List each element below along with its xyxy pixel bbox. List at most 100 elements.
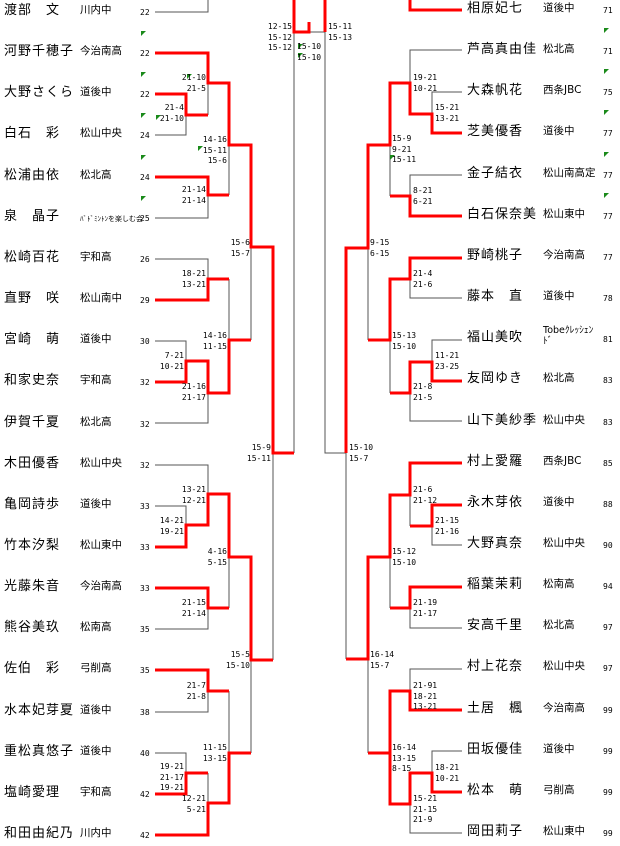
player-name: 塩崎愛理	[4, 784, 61, 800]
player-rank: 77	[603, 252, 613, 262]
player-school: 今治南高	[543, 701, 585, 714]
player-school: 川内中	[80, 4, 112, 16]
player-rank: 97	[603, 664, 613, 674]
player-rank: 22	[140, 49, 150, 59]
player-school: 宇和高	[80, 250, 112, 263]
match-score: 19-21 21-17 19-21	[159, 762, 184, 792]
player-rank: 99	[603, 746, 613, 756]
player-name: 松浦由依	[4, 167, 61, 183]
player-rank: 22	[140, 90, 150, 100]
player-school: 宇和高	[80, 785, 112, 798]
player-school: 道後中	[543, 495, 575, 508]
player-rank: 29	[140, 296, 150, 306]
match-score: 21-4 21-6	[413, 269, 433, 289]
player-name: 芝美優香	[467, 124, 524, 140]
player-name: 佐伯 彩	[4, 661, 61, 677]
green-flag-icon	[604, 28, 609, 33]
green-flag-icon	[298, 53, 303, 58]
match-score: 21-19 21-17	[413, 598, 438, 618]
player-school: 道後中	[80, 333, 112, 346]
player-school: 松山中央	[543, 536, 585, 549]
match-score: 12-15 15-12 15-12	[267, 22, 292, 52]
player-school: 松北高	[543, 372, 575, 385]
player-name: 白石保奈美	[467, 206, 538, 222]
player-name: 大森帆花	[467, 83, 524, 99]
green-flag-icon	[187, 74, 192, 79]
match-score: 15-21 21-15 21-9	[413, 794, 438, 824]
player-name: 河野千穂子	[4, 44, 75, 60]
match-score: 11-21 23-25	[435, 351, 460, 371]
green-flag-icon	[141, 72, 146, 77]
player-school: 道後中	[543, 2, 575, 14]
player-school: 松山東中	[543, 825, 585, 837]
player-rank: 75	[603, 88, 613, 98]
player-rank: 85	[603, 458, 613, 468]
player-name: 和家史奈	[4, 373, 61, 389]
match-score: 21-14 21-14	[181, 185, 206, 205]
player-name: 直野 咲	[4, 291, 61, 307]
player-school: 道後中	[80, 703, 112, 716]
player-name: 岡田莉子	[467, 824, 524, 839]
match-score: 15-13 15-10	[392, 331, 417, 351]
player-school: 松山東中	[80, 538, 122, 551]
player-rank: 99	[603, 829, 613, 838]
player-school: ﾊﾞﾄﾞﾐﾝﾄﾝを楽しむ会	[80, 214, 143, 223]
player-rank: 38	[140, 707, 150, 717]
player-school: 松山中央	[543, 660, 585, 673]
player-rank: 32	[140, 460, 150, 470]
player-school: 弓削高	[543, 783, 575, 796]
match-score: 16-14 15-7	[370, 650, 395, 670]
player-rank: 30	[140, 337, 150, 347]
player-rank: 33	[140, 542, 150, 552]
match-score: 15-6 15-7	[230, 238, 250, 258]
green-flag-icon	[141, 155, 146, 160]
player-rank: 71	[603, 47, 613, 57]
player-school: 松山南高定	[543, 166, 596, 179]
player-rank: 40	[140, 748, 150, 758]
player-school: 道後中	[543, 290, 575, 303]
green-flag-icon	[141, 196, 146, 201]
match-score: 21-7 21-8	[186, 681, 206, 701]
match-score: 7-21 10-21	[159, 351, 184, 371]
player-name: 大野真奈	[467, 535, 524, 551]
player-rank: 22	[140, 8, 150, 17]
player-school: 弓削高	[80, 662, 112, 675]
match-score: 15-11 15-13	[328, 22, 353, 42]
player-rank: 32	[140, 378, 150, 388]
match-score: 14-16 15-11 15-6	[202, 135, 227, 165]
player-name: 山下美紗季	[467, 412, 538, 428]
player-rank: 99	[603, 787, 613, 797]
player-rank: 71	[603, 6, 613, 15]
player-name: 渡部 文	[4, 3, 61, 18]
player-school: 今治南高	[80, 45, 122, 58]
player-name: 白石 彩	[4, 126, 61, 142]
player-name: 野崎桃子	[467, 247, 524, 263]
player-school: 松山南中	[80, 292, 122, 305]
player-rank: 42	[140, 831, 150, 840]
player-name: 宮崎 萌	[4, 332, 61, 348]
match-score: 21-10 21-5	[181, 73, 206, 93]
player-name: 亀岡詩歩	[4, 496, 61, 512]
player-rank: 24	[140, 172, 150, 182]
player-name: 水本妃芽夏	[4, 702, 75, 718]
winner-lines	[155, 0, 462, 837]
player-name: 永木芽依	[467, 494, 524, 510]
player-name: 松崎百花	[4, 249, 61, 265]
player-school: 松南高	[80, 621, 112, 634]
match-score: 15-12 15-10	[392, 547, 417, 567]
player-school: 松南高	[543, 578, 575, 591]
player-rank: 83	[603, 417, 613, 427]
match-score: 16-14 13-15 8-15	[392, 743, 417, 773]
player-name: 伊賀千夏	[4, 414, 61, 430]
player-name: 稲葉茉莉	[467, 577, 524, 593]
player-rank: 32	[140, 419, 150, 429]
loser-lines	[155, 0, 462, 834]
player-rank: 88	[603, 499, 613, 509]
match-score: 18-21 10-21	[435, 763, 460, 783]
match-score: 15-10 15-10	[297, 42, 322, 62]
player-school: 道後中	[80, 86, 112, 99]
player-school: 松北高	[543, 43, 575, 56]
match-score: 21-6 21-12	[413, 485, 438, 505]
match-score: 19-21 10-21	[413, 73, 438, 93]
